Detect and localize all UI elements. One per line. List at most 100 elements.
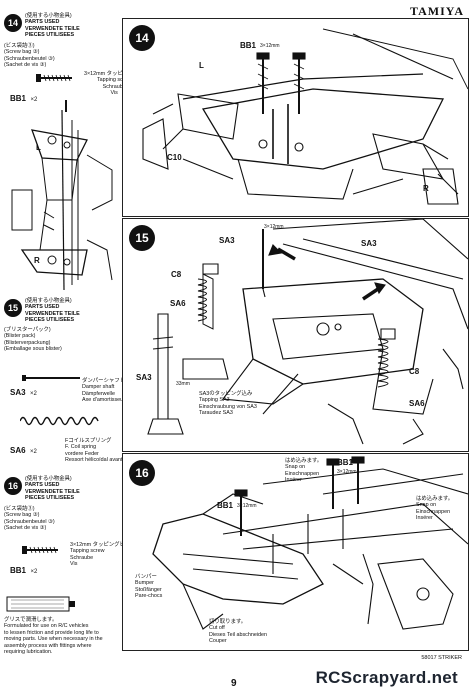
bb1-top-size: 3×12mm <box>337 469 357 475</box>
step-16-bumper-illustration <box>152 456 468 630</box>
step-15-part1-desc: ダンパーシャフト Damper shaft Dämpferwelle Axe d… <box>82 378 125 404</box>
label-sa3-left: SA3 <box>136 373 152 382</box>
bb1-mid-label: BB1 <box>217 501 234 510</box>
step-16-badge-small: 16 <box>4 477 22 495</box>
part-count: ×2 <box>30 97 38 103</box>
part-count: ×2 <box>30 391 37 397</box>
note-line: Snap on <box>416 502 437 509</box>
note-line: はめ込みます。 <box>285 458 323 464</box>
note-line: Stoßfänger <box>135 586 162 593</box>
bag-line: (Screw bag ③) <box>4 49 40 56</box>
note-line: Einschraubung von SA3 <box>199 403 257 410</box>
bag-line: (Screw bag ③) <box>4 512 40 519</box>
step-16-parts-heading: (使用する小物金具) PARTS USED VERWENDETE TEILE P… <box>25 476 80 502</box>
step-14-panel: 14 BB1 3×12mm L C10 R <box>122 18 469 217</box>
note-line: Cut off <box>209 625 225 632</box>
step-15-parts-heading: (使用する小物金具) PARTS USED VERWENDETE TEILE P… <box>25 298 80 324</box>
bb1-label: BB1 <box>240 41 257 50</box>
part-desc-line: Fコイルスプリング <box>65 438 112 444</box>
bag-line: (Blisterverpackung) <box>4 339 51 346</box>
part-desc-line: Vis <box>110 90 118 97</box>
label-sa3-top: SA3 <box>219 236 235 245</box>
part-count: ×2 <box>30 449 37 455</box>
note-line: Insérer <box>285 477 302 484</box>
part-desc-line: Schraube <box>102 83 126 90</box>
tapping-screw-icon <box>22 546 58 554</box>
step-16-part-desc: 3×12mm タッピングビス Tapping screw Schraube Vi… <box>70 542 130 568</box>
step-16-badge: 16 <box>129 460 155 486</box>
step-14-badge-small: 14 <box>4 14 22 32</box>
note-line: 切り取ります。 <box>209 619 247 625</box>
parts-heading-line: PIECES UTILISEES <box>25 32 75 39</box>
grease-jp: グリスで潤滑します。 <box>4 617 58 623</box>
size-label: 3×12mm <box>264 224 284 230</box>
dim-label: 33mm <box>176 381 190 387</box>
bag-line: (Sachet de vis ③) <box>4 525 47 532</box>
part-desc-line: Dämpferwelle <box>82 390 115 397</box>
bb1-top-label: BB1 <box>337 458 354 467</box>
label-r: R <box>423 184 429 193</box>
snap-right-note: はめ込みます。 Snap on Einschnappen Insérer <box>416 496 453 522</box>
coil-spring-icon <box>20 416 99 426</box>
step-14-bag: (ビス袋詰③) (Screw bag ③) (Schraubenbeutel ③… <box>4 43 55 69</box>
cut-note: 切り取ります。 Cut off Dieses Teil abschneiden … <box>209 619 267 645</box>
step-15-damper-illustration <box>147 219 468 445</box>
bag-line: (Schraubenbeutel ③) <box>4 55 55 62</box>
note-line: Bumper <box>135 580 154 587</box>
parts-heading-jp: (使用する小物金具) <box>25 476 72 482</box>
part-desc-line: Ressort hélicoïdal avant <box>65 457 123 464</box>
label-sa3-right: SA3 <box>361 239 377 248</box>
parts-heading-line: PIECES UTILISEES <box>25 495 75 502</box>
part-desc-line: ダンパーシャフト <box>82 378 126 384</box>
note-line: はめ込みます。 <box>416 496 454 502</box>
part-desc-line: Schraube <box>70 554 94 561</box>
grease-line: requiring lubrication. <box>4 649 53 656</box>
note-line: Einschnappen <box>285 470 320 477</box>
part-desc-line: Damper shaft <box>82 384 115 391</box>
parts-heading-line: PARTS USED <box>25 482 60 489</box>
part-code: BB1 <box>10 566 27 575</box>
label-l: L <box>199 61 204 70</box>
bag-line: (Schraubenbeutel ③) <box>4 518 55 525</box>
page-number: 9 <box>231 678 237 689</box>
step-14-parts-heading: (使用する小物金具) PARTS USED VERWENDETE TEILE P… <box>25 13 80 39</box>
part-desc-line: 3×12mm タッピングビス <box>70 542 131 548</box>
bag-line: (ビス袋詰③) <box>4 43 35 49</box>
part-desc-line: Tapping screw <box>70 548 105 555</box>
grease-line: assembly process with fittings where <box>4 642 92 649</box>
brand-logo: TAMIYA <box>409 4 464 18</box>
step-15-panel: 15 <box>122 218 469 452</box>
step-16-panel: 16 BB1 3×12mm BB1 3×12mm はめ込みます。 <box>122 453 469 651</box>
tapping-screw-icon <box>36 74 72 82</box>
label-sa6-right: SA6 <box>409 399 425 408</box>
part-count: ×2 <box>30 569 38 575</box>
parts-heading-line: PARTS USED <box>25 19 60 26</box>
step-15-badge: 15 <box>129 225 155 251</box>
snap-top-note: はめ込みます。 Snap on Einschnappen Insérer <box>285 458 322 484</box>
label-c8-right: C8 <box>409 367 420 376</box>
note-line: Taraudez SA3 <box>199 410 233 417</box>
part-desc-line: vordere Feder <box>65 450 99 457</box>
step-14-part-desc: 3×12mm タッピングビス Tapping screw Schraube Vi… <box>84 71 144 97</box>
note-line: Dieses Teil abschneiden <box>209 631 268 638</box>
part-desc-line: F. Coil spring <box>65 444 97 451</box>
parts-heading-line: PIECES UTILISEES <box>25 317 75 324</box>
bb1-mid-size: 3×12mm <box>237 503 257 509</box>
bb1-size: 3×12mm <box>260 43 280 49</box>
step-14-badge: 14 <box>129 25 155 51</box>
part-desc-line: Tapping screw <box>96 77 132 84</box>
note-line: バンパー <box>135 574 157 580</box>
note-line: Einschnappen <box>416 508 451 515</box>
parts-heading-line: VERWENDETE TEILE <box>25 310 80 317</box>
bag-line: (ビス袋詰③) <box>4 506 35 512</box>
note-line: Pare-chocs <box>135 593 163 600</box>
note-line: Tapping SA3 <box>199 397 230 404</box>
bag-line: (ブリスターパック) <box>4 327 51 333</box>
label-c8-top: C8 <box>171 270 182 279</box>
footer-model: 58017 STRIKER <box>421 655 462 661</box>
bag-line: (Sachet de vis ③) <box>4 62 47 69</box>
step-15-part1-code: SA3 ×2 <box>10 382 37 400</box>
label-l: L <box>36 143 41 152</box>
damper-shaft-icon <box>22 375 80 381</box>
note-line: Insérer <box>416 515 433 522</box>
